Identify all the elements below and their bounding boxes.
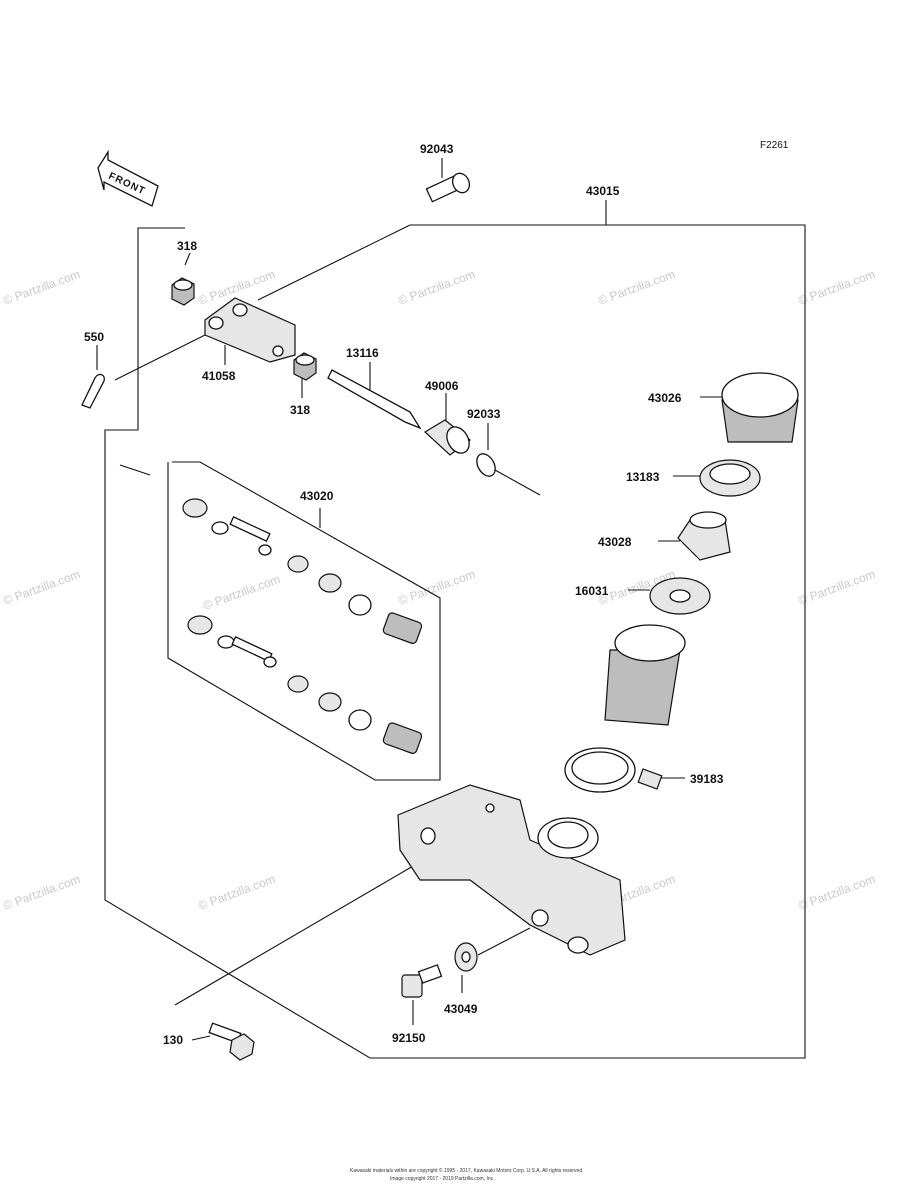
part-collar	[424, 419, 471, 456]
part-reservoir-cap	[721, 372, 799, 443]
part-flange-bolt	[208, 1022, 255, 1061]
part-hose-clamp	[564, 747, 663, 793]
part-union-bolt	[401, 964, 443, 998]
part-number-550: 550	[84, 330, 104, 344]
part-retainer	[699, 459, 761, 497]
watermark-text: © Partzilla.com	[396, 567, 477, 608]
part-clevis	[204, 297, 296, 363]
part-circlip	[476, 453, 496, 477]
watermark-text: © Partzilla.com	[796, 267, 877, 308]
part-number-318-upper: 318	[177, 239, 197, 253]
watermark-text: © Partzilla.com	[196, 872, 277, 913]
part-reservoir	[604, 624, 686, 726]
copyright-line-1: Kawasaki materials within are copyright …	[350, 1167, 584, 1174]
watermark-text: © Partzilla.com	[201, 572, 282, 613]
part-number-43028: 43028	[598, 535, 632, 549]
part-number-92033: 92033	[467, 407, 501, 421]
part-number-43049: 43049	[444, 1002, 478, 1016]
part-push-rod	[327, 369, 422, 430]
watermark-text: © Partzilla.com	[596, 267, 677, 308]
part-number-318-lower: 318	[290, 403, 310, 417]
part-number-13183: 13183	[626, 470, 660, 484]
part-master-cylinder	[397, 784, 626, 956]
part-number-43015: 43015	[586, 184, 620, 198]
part-diaphragm	[677, 511, 731, 561]
copyright-line-2: Image copyright 2017 - 2019 Partzilla.co…	[390, 1176, 495, 1182]
part-number-13116: 13116	[346, 346, 379, 360]
diagram-code: F2261	[760, 140, 789, 151]
leader-lines	[96, 158, 722, 1041]
part-number-130: 130	[163, 1033, 183, 1047]
part-nut-upper	[171, 277, 195, 306]
part-number-41058: 41058	[202, 369, 236, 383]
part-pin	[425, 172, 471, 203]
part-washer	[649, 577, 711, 615]
watermark-text: © Partzilla.com	[396, 267, 477, 308]
watermark-text: © Partzilla.com	[796, 567, 877, 608]
part-number-92043: 92043	[420, 142, 454, 156]
part-cotter-pin	[81, 373, 105, 409]
front-arrow: FRONT	[97, 149, 159, 207]
kit-outline	[119, 461, 441, 781]
part-number-43026: 43026	[648, 391, 682, 405]
part-number-49006: 49006	[425, 379, 459, 393]
part-number-92150: 92150	[392, 1031, 426, 1045]
part-sealing-washer	[454, 942, 478, 972]
watermark-text: © Partzilla.com	[796, 872, 877, 913]
part-number-43020: 43020	[300, 489, 334, 503]
watermark-text: © Partzilla.com	[1, 267, 82, 308]
assembly-outline	[104, 200, 806, 1059]
part-number-39183: 39183	[690, 772, 724, 786]
watermark-text: © Partzilla.com	[1, 567, 82, 608]
kit-parts	[182, 498, 423, 754]
part-number-16031: 16031	[575, 584, 609, 598]
watermark-text: © Partzilla.com	[1, 872, 82, 913]
part-nut-lower	[293, 352, 317, 381]
part-labels: 92043 43015 318 550 41058 318 13116 4900…	[84, 142, 724, 1047]
